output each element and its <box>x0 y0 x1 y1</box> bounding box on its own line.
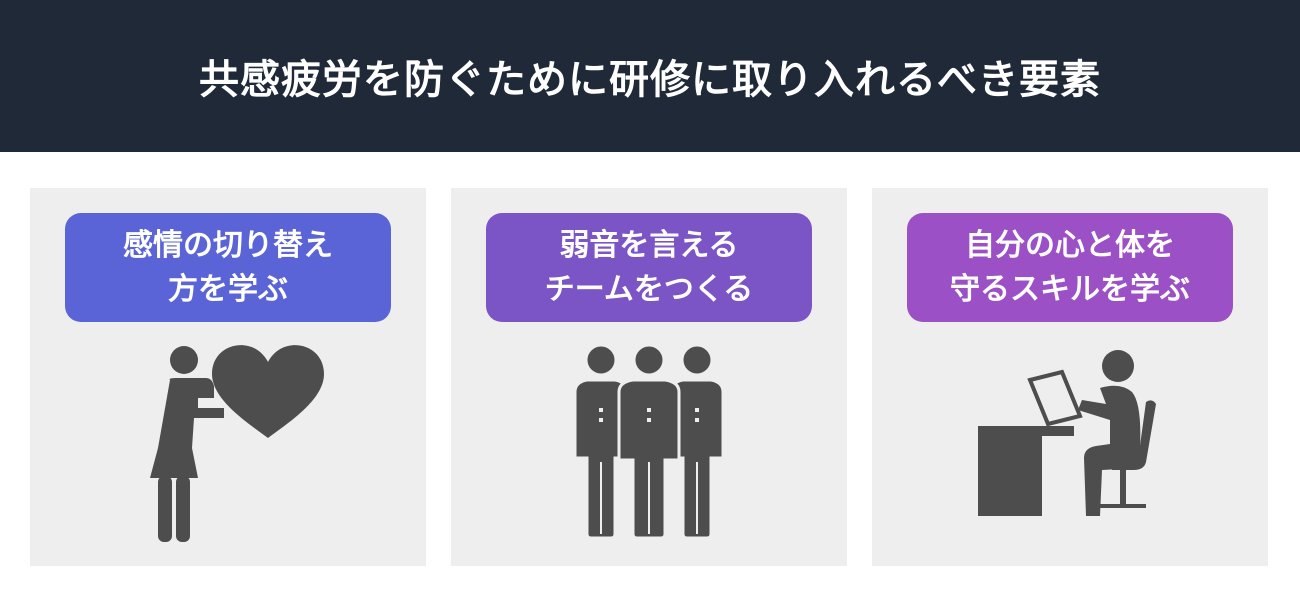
panel-label: 感情の切り替え 方を学ぶ <box>65 213 391 322</box>
person-holding-heart-icon <box>150 345 324 542</box>
label-line-2: 方を学ぶ <box>168 271 288 307</box>
team-of-three-icon <box>573 343 725 540</box>
header-banner: 共感疲労を防ぐために研修に取り入れるべき要素 <box>0 0 1300 152</box>
person-at-desk-reading-icon <box>978 350 1156 516</box>
label-line-1: 感情の切り替え <box>123 227 333 263</box>
label-line-2: 守るスキルを学ぶ <box>950 271 1190 307</box>
panel-label: 自分の心と体を 守るスキルを学ぶ <box>907 213 1233 322</box>
label-line-2: チームをつくる <box>544 271 754 307</box>
panel-label: 弱音を言える チームをつくる <box>486 213 812 322</box>
label-line-1: 自分の心と体を <box>965 227 1175 263</box>
panel-team-building: 弱音を言える チームをつくる <box>451 188 847 566</box>
panel-emotion-switching: 感情の切り替え 方を学ぶ <box>30 188 426 566</box>
panel-self-care-skills: 自分の心と体を 守るスキルを学ぶ <box>872 188 1268 566</box>
page-title: 共感疲労を防ぐために研修に取り入れるべき要素 <box>199 57 1101 103</box>
label-line-1: 弱音を言える <box>559 227 739 263</box>
